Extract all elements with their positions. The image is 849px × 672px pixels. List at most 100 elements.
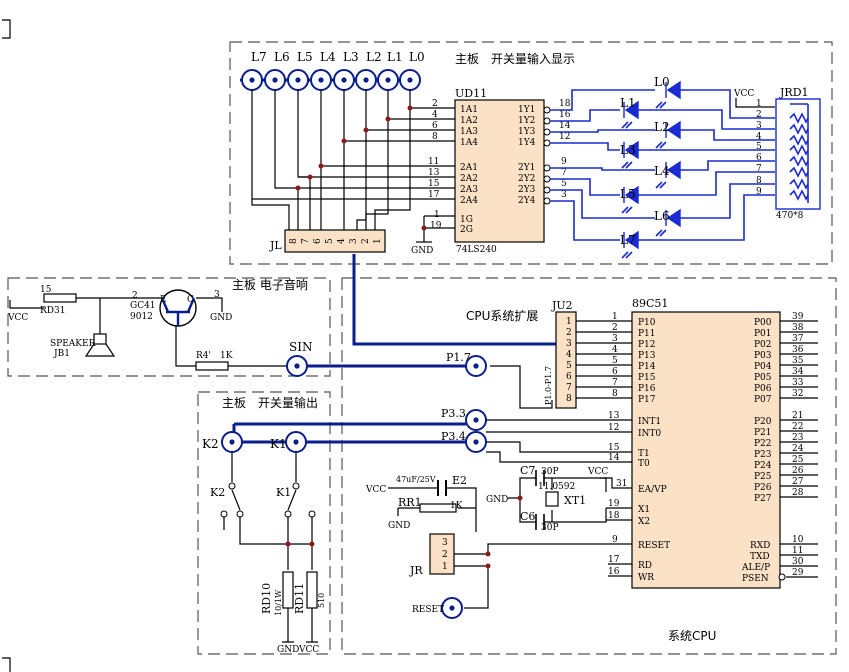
r4-ref: R4' — [196, 351, 211, 361]
frame-input-display — [229, 41, 833, 265]
led-label: L3 — [620, 143, 636, 157]
mcu-pin-num: 36 — [792, 345, 804, 355]
mcu-pin-num: 13 — [608, 411, 620, 421]
mcu-pin-name: P02 — [754, 340, 772, 350]
ud11-pin-name: 2A1 — [460, 163, 478, 173]
rd11-ref: RD11 — [293, 583, 306, 614]
jr-ref: JR — [409, 564, 423, 577]
rd10-ref: RD10 — [260, 583, 273, 614]
mcu-pin-num: 4 — [612, 345, 618, 355]
q-e: E — [160, 295, 167, 305]
q-pin: 2 — [132, 291, 138, 301]
k1-label: K1 — [270, 437, 287, 451]
switch-label: L7 — [251, 50, 267, 64]
ud11-pin-name: 2Y1 — [518, 163, 535, 173]
ud11-ref: UD11 — [455, 87, 487, 100]
ud11-pin-name: 1Y2 — [518, 116, 535, 126]
p33-label: P3.3 — [441, 407, 466, 420]
mcu-pin-num: 2 — [612, 323, 618, 333]
mcu-pin-num: 16 — [608, 567, 620, 577]
ud11-gnd: GND — [411, 246, 433, 256]
rd10-resistor — [282, 571, 294, 609]
osc-reset-circuit: VCC 47uF/25V E2 RR1 1K GND GND C7 30P C6… — [365, 464, 632, 619]
jl-pin: 2 — [361, 238, 371, 244]
mcu-pin-name: PSEN — [742, 574, 769, 584]
frame-output — [197, 391, 331, 655]
switch-label: L3 — [343, 50, 359, 64]
audio-vcc: VCC — [7, 313, 28, 323]
led-label: L0 — [654, 75, 670, 89]
ju2-label: P1.0-P1.7 — [544, 366, 553, 405]
mcu-pin-num: 19 — [608, 499, 620, 509]
jrd1-pin: 4 — [756, 132, 762, 142]
c6-ref: C6 — [520, 510, 535, 523]
mcu-pin-name: P23 — [754, 450, 772, 460]
ud11-pin-num: 15 — [428, 179, 440, 189]
ud11-pin-name: 1G — [460, 215, 473, 225]
mcu-pin-name: P26 — [754, 483, 772, 493]
k2-label: K2 — [202, 437, 219, 451]
ud11-pin-name: 2G — [460, 225, 473, 235]
mcu-pin-num: 26 — [792, 466, 804, 476]
switch-label: L0 — [409, 50, 425, 64]
reset-label: RESET — [412, 605, 444, 615]
mcu-pin-name: P13 — [638, 351, 656, 361]
output-gnd: GND — [277, 645, 299, 655]
q-pin3: 3 — [214, 290, 220, 300]
switch-row: L7 L6 L5 L4 L3 L2 L1 L0 — [240, 50, 425, 91]
switch-label: L2 — [366, 50, 382, 64]
rd11-resistor — [306, 571, 318, 609]
ud11-pin-num: 19 — [430, 221, 442, 231]
mcu-pin-num: 17 — [608, 555, 620, 565]
ju2-pin: 2 — [566, 328, 572, 338]
led-resistor-wiring — [638, 89, 775, 241]
mcu-pin-num: 1 — [612, 312, 618, 322]
rd31-pin: 15 — [40, 285, 52, 295]
mcu-pin-name: P24 — [754, 461, 772, 471]
ud11-pin-num: 4 — [432, 110, 438, 120]
section-title-cpu: 系统CPU — [668, 629, 716, 643]
mcu-pin-num: 30 — [792, 557, 804, 567]
jrd1-pin: 8 — [756, 176, 762, 186]
ud11-body — [454, 99, 545, 243]
audio-gnd: GND — [210, 313, 232, 323]
osc-vcc: VCC — [365, 485, 386, 495]
mcu-pin-num: 27 — [792, 477, 804, 487]
led-label: L4 — [654, 164, 670, 178]
xtal-ref: XT1 — [564, 494, 586, 507]
led-label: L2 — [654, 120, 670, 134]
audio-circuit: VCC 15 RD31 2 GC41 9012 E C 3 GND SPEAKE… — [7, 285, 312, 377]
ju2-pin: 6 — [566, 372, 572, 382]
k2-relay-label: K2 — [210, 486, 225, 499]
section-title-output: 主板 开关量输出 — [222, 395, 318, 410]
c7-ref: C7 — [520, 464, 535, 477]
ud11-pin-num: 1 — [434, 210, 440, 220]
mcu-pin-name: WR — [638, 573, 654, 583]
ud11-pin-num: 18 — [559, 99, 571, 109]
ud11-pin-name: 2Y2 — [518, 174, 535, 184]
mcu-pin-name: EA/VP — [638, 485, 667, 495]
mcu-pin-num: 31 — [616, 479, 627, 489]
mcu-pin-name: P05 — [754, 373, 772, 383]
mcu-pin-num: 24 — [792, 444, 804, 454]
p34-label: P3.4 — [441, 430, 466, 443]
ud11-pin-num: 3 — [561, 190, 567, 200]
rd11-val: 510 — [317, 593, 326, 608]
jrd1-network: JRD1 VCC 1 2 3 4 5 6 7 8 9 470*8 — [733, 86, 821, 221]
led-label: L6 — [654, 209, 670, 223]
corner-mark — [2, 657, 11, 672]
ju2-pin: 5 — [566, 361, 572, 371]
corner-mark — [2, 19, 11, 39]
ju2-body — [555, 311, 577, 409]
mcu-pin-name: INT0 — [638, 429, 661, 439]
ud11-pin-name: 1A4 — [460, 138, 478, 148]
mcu-pin-num: 23 — [792, 433, 804, 443]
mcu-pin-num: 14 — [608, 453, 620, 463]
mcu-pin-name: P22 — [754, 439, 772, 449]
mcu-pin-name: RD — [638, 561, 652, 571]
rr1-val: 1K — [450, 501, 463, 511]
mcu-pin-num: 25 — [792, 455, 804, 465]
led-label: L7 — [620, 233, 636, 247]
jrd1-pin: 3 — [756, 121, 762, 131]
